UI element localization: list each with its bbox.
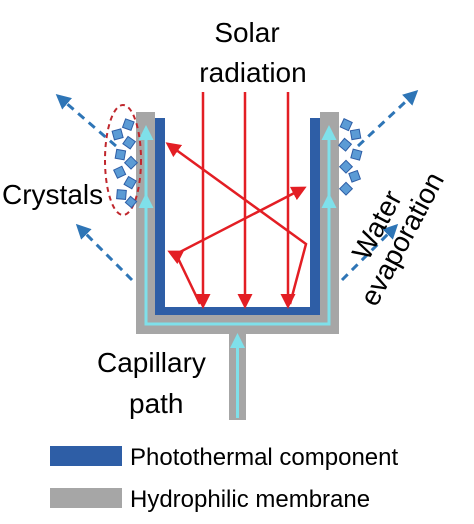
- solar-radiation-rays: [165, 92, 308, 309]
- crystals-right: [338, 118, 363, 196]
- solar-radiation-label-line1: Solar: [214, 17, 279, 48]
- capillary-path-label-line1: Capillary: [97, 347, 206, 378]
- solar-radiation-label-line2: radiation: [199, 57, 306, 88]
- crystals-left: [104, 104, 142, 216]
- legend-label-photothermal: Photothermal component: [130, 444, 398, 471]
- capillary-path-label-line2: path: [129, 388, 184, 419]
- legend-swatch-hydrophilic: [50, 488, 122, 508]
- legend-label-hydrophilic: Hydrophilic membrane: [130, 486, 370, 513]
- photothermal-component: [155, 118, 320, 315]
- legend-swatch-photothermal: [50, 446, 122, 466]
- legend: Photothermal component Hydrophilic membr…: [50, 444, 398, 513]
- crystals-label: Crystals: [2, 179, 103, 210]
- crystal-cluster-outline: [104, 104, 142, 216]
- capillary-flow: [138, 125, 337, 418]
- evaporation-arrows: [55, 89, 419, 282]
